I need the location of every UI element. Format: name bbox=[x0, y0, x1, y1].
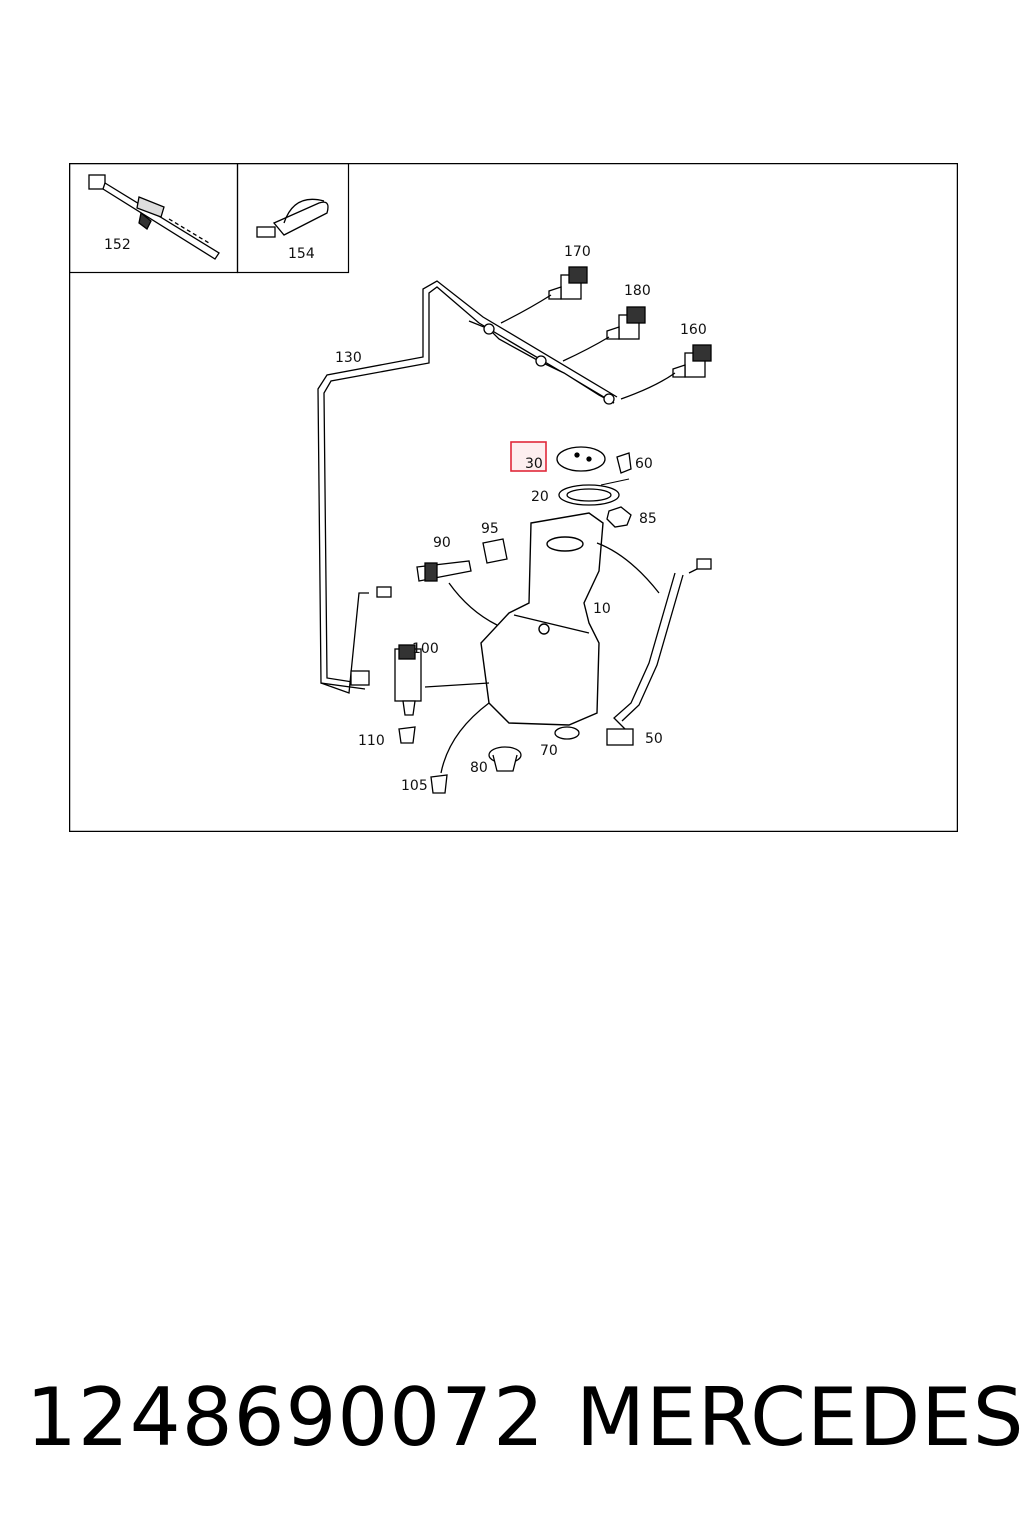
spray-nozzle-170-icon bbox=[548, 266, 588, 300]
callout-100: 100 bbox=[412, 641, 439, 657]
nut-85-icon bbox=[606, 506, 632, 528]
callout-130: 130 bbox=[335, 350, 362, 366]
plug-60-icon bbox=[616, 452, 632, 474]
grommet-105-icon bbox=[430, 774, 448, 794]
diagram-svg: 152 154 170 180 160 130 30 60 20 85 95 9… bbox=[69, 163, 958, 832]
callout-30: 30 bbox=[525, 456, 543, 472]
inset-box-154 bbox=[236, 163, 350, 274]
cap-plate-30-icon bbox=[556, 446, 606, 472]
callout-70: 70 bbox=[540, 743, 558, 759]
callout-160: 160 bbox=[680, 322, 707, 338]
grommet-70-icon bbox=[554, 726, 580, 740]
footer: 1248690072 MERCEDES bbox=[0, 1368, 1024, 1478]
cable-tie-icon bbox=[256, 198, 329, 238]
hose-130-end-fittings bbox=[350, 586, 392, 686]
part-number: 1248690072 bbox=[26, 1371, 545, 1464]
callout-154: 154 bbox=[288, 246, 315, 262]
diagram-border bbox=[69, 163, 958, 832]
spray-nozzle-180-icon bbox=[606, 306, 646, 340]
hose-130 bbox=[317, 280, 618, 694]
callout-105: 105 bbox=[401, 778, 428, 794]
leader-60 bbox=[600, 478, 630, 486]
callout-110: 110 bbox=[358, 733, 385, 749]
callout-20: 20 bbox=[531, 489, 549, 505]
washer-pump-100-icon bbox=[394, 644, 422, 716]
callout-170: 170 bbox=[564, 244, 591, 260]
hose-assembly-50 bbox=[606, 558, 712, 746]
connector-90-icon bbox=[416, 560, 472, 582]
callout-95: 95 bbox=[481, 521, 499, 537]
washer-reservoir-10-icon bbox=[480, 512, 604, 726]
callout-152: 152 bbox=[104, 237, 131, 253]
cable-tie-clip-icon bbox=[88, 174, 220, 260]
callout-10: 10 bbox=[593, 601, 611, 617]
callout-180: 180 bbox=[624, 283, 651, 299]
grommet-80-icon bbox=[488, 746, 522, 772]
callout-80: 80 bbox=[470, 760, 488, 776]
grommet-110-icon bbox=[398, 726, 416, 744]
leader-arrows-nozzles bbox=[500, 294, 676, 400]
spray-nozzle-160-icon bbox=[672, 344, 712, 378]
callout-50: 50 bbox=[645, 731, 663, 747]
callout-60: 60 bbox=[635, 456, 653, 472]
nozzle-rail bbox=[468, 320, 615, 405]
callout-85: 85 bbox=[639, 511, 657, 527]
brand-name: MERCEDES bbox=[576, 1371, 1024, 1464]
seal-ring-20-icon bbox=[558, 484, 620, 506]
callout-90: 90 bbox=[433, 535, 451, 551]
parts-diagram: 152 154 170 180 160 130 30 60 20 85 95 9… bbox=[69, 163, 958, 832]
grommet-95-icon bbox=[482, 538, 508, 564]
highlight-box-30 bbox=[510, 441, 547, 472]
leader-arrows-reservoir bbox=[424, 542, 660, 774]
